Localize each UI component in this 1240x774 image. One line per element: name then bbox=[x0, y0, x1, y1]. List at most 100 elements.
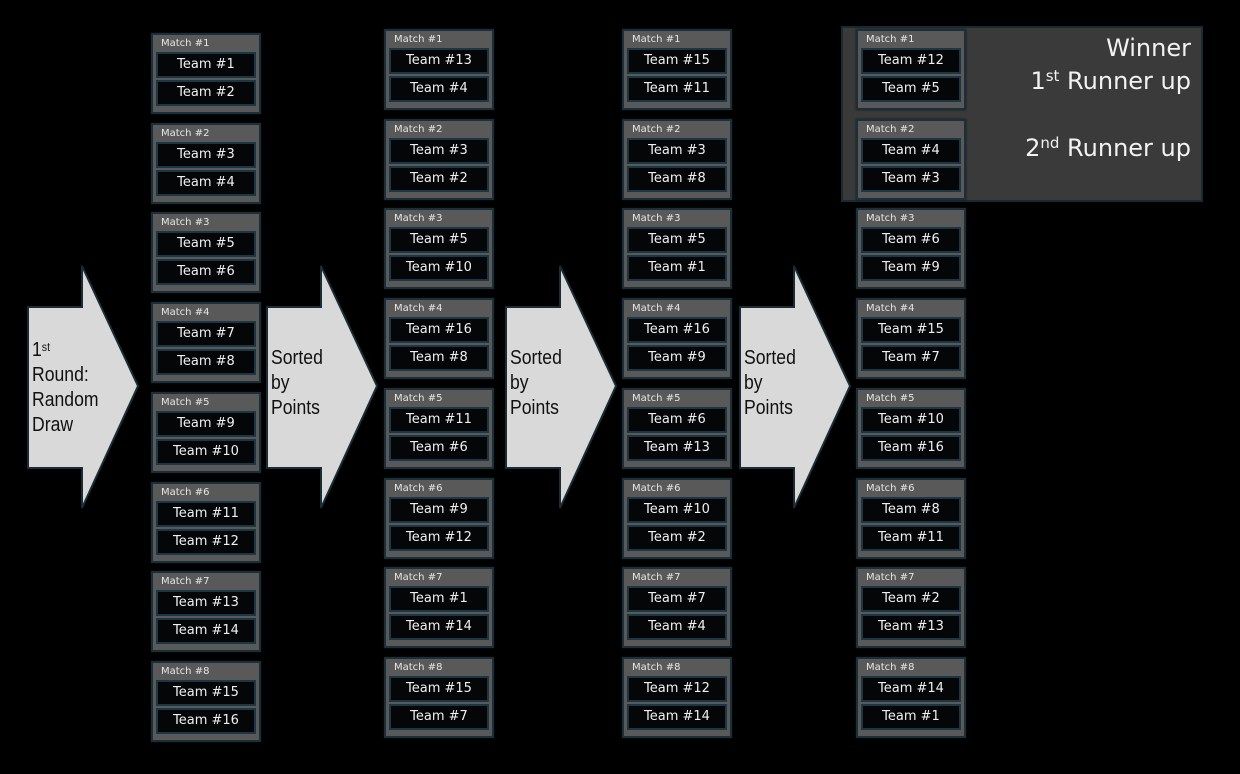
match-label: Match #8 bbox=[866, 662, 915, 673]
team-cell: Team #8 bbox=[389, 345, 489, 371]
arrow-text: Sorted by Points bbox=[271, 346, 323, 421]
arrow-line: Sorted bbox=[510, 347, 562, 369]
team-cell: Team #7 bbox=[156, 321, 256, 347]
arrow-line: by bbox=[744, 372, 763, 394]
arrow-shape bbox=[739, 265, 852, 509]
team-cell: Team #7 bbox=[389, 704, 489, 730]
arrow-line: Round: bbox=[32, 364, 89, 386]
first-runner-up-num: 1 bbox=[1030, 67, 1046, 95]
match-label: Match #5 bbox=[866, 393, 915, 404]
team-cell: Team #10 bbox=[627, 497, 727, 523]
match-label: Match #8 bbox=[632, 662, 681, 673]
team-cell: Team #9 bbox=[627, 345, 727, 371]
match-label: Match #2 bbox=[866, 124, 915, 135]
arrow-line: Draw bbox=[32, 414, 74, 436]
arrow-line: Sorted bbox=[744, 347, 796, 369]
match-label: Match #1 bbox=[632, 34, 681, 45]
team-cell: Team #3 bbox=[156, 142, 256, 168]
match-label: Match #6 bbox=[632, 483, 681, 494]
arrow-text: 1st Round: Random Draw bbox=[32, 338, 99, 438]
arrow-line-1st-sup: st bbox=[41, 340, 51, 354]
team-cell: Team #5 bbox=[389, 227, 489, 253]
arrow-line: by bbox=[271, 372, 290, 394]
match-label: Match #3 bbox=[161, 217, 210, 228]
match-label: Match #7 bbox=[161, 576, 210, 587]
arrow-shape bbox=[505, 265, 618, 509]
team-cell: Team #9 bbox=[389, 497, 489, 523]
match-label: Match #3 bbox=[632, 213, 681, 224]
arrow-text: Sorted by Points bbox=[744, 346, 796, 421]
team-cell: Team #12 bbox=[861, 48, 961, 74]
team-cell: Team #8 bbox=[156, 349, 256, 375]
match-label: Match #1 bbox=[394, 34, 443, 45]
match-label: Match #1 bbox=[161, 38, 210, 49]
match-label: Match #5 bbox=[394, 393, 443, 404]
team-cell: Team #11 bbox=[389, 407, 489, 433]
team-cell: Team #1 bbox=[861, 704, 961, 730]
match-label: Match #7 bbox=[632, 572, 681, 583]
team-cell: Team #2 bbox=[861, 586, 961, 612]
arrow-random-draw: 1st Round: Random Draw bbox=[26, 262, 142, 512]
winner-label: Winner bbox=[1106, 34, 1191, 62]
match-label: Match #3 bbox=[866, 213, 915, 224]
team-cell: Team #8 bbox=[627, 166, 727, 192]
team-cell: Team #13 bbox=[861, 614, 961, 640]
match-label: Match #2 bbox=[394, 124, 443, 135]
team-cell: Team #5 bbox=[156, 231, 256, 257]
team-cell: Team #14 bbox=[861, 676, 961, 702]
match-label: Match #3 bbox=[394, 213, 443, 224]
team-cell: Team #7 bbox=[861, 345, 961, 371]
arrow-line: Random bbox=[32, 389, 99, 411]
arrow-line: Points bbox=[744, 397, 793, 419]
match-label: Match #6 bbox=[866, 483, 915, 494]
team-cell: Team #12 bbox=[156, 529, 256, 555]
team-cell: Team #14 bbox=[156, 618, 256, 644]
first-runner-up-label: 1st Runner up bbox=[1030, 67, 1191, 95]
team-cell: Team #2 bbox=[156, 80, 256, 106]
match-label: Match #4 bbox=[632, 303, 681, 314]
team-cell: Team #13 bbox=[627, 435, 727, 461]
team-cell: Team #2 bbox=[389, 166, 489, 192]
team-cell: Team #16 bbox=[389, 317, 489, 343]
team-cell: Team #6 bbox=[861, 227, 961, 253]
team-cell: Team #11 bbox=[861, 525, 961, 551]
arrow-sorted-by-points-2: Sorted by Points bbox=[504, 262, 620, 512]
team-cell: Team #9 bbox=[156, 411, 256, 437]
match-label: Match #6 bbox=[161, 487, 210, 498]
match-label: Match #1 bbox=[866, 34, 915, 45]
team-cell: Team #4 bbox=[389, 76, 489, 102]
match-label: Match #8 bbox=[161, 666, 210, 677]
team-cell: Team #12 bbox=[389, 525, 489, 551]
team-cell: Team #6 bbox=[389, 435, 489, 461]
team-cell: Team #4 bbox=[861, 138, 961, 164]
arrow-sorted-by-points-3: Sorted by Points bbox=[738, 262, 854, 512]
arrow-line-1st-num: 1 bbox=[32, 339, 42, 361]
match-label: Match #5 bbox=[632, 393, 681, 404]
match-label: Match #4 bbox=[161, 307, 210, 318]
match-label: Match #2 bbox=[632, 124, 681, 135]
team-cell: Team #1 bbox=[627, 255, 727, 281]
team-cell: Team #15 bbox=[627, 48, 727, 74]
team-cell: Team #15 bbox=[156, 680, 256, 706]
arrow-line: Points bbox=[271, 397, 320, 419]
match-label: Match #6 bbox=[394, 483, 443, 494]
match-label: Match #5 bbox=[161, 397, 210, 408]
team-cell: Team #11 bbox=[627, 76, 727, 102]
